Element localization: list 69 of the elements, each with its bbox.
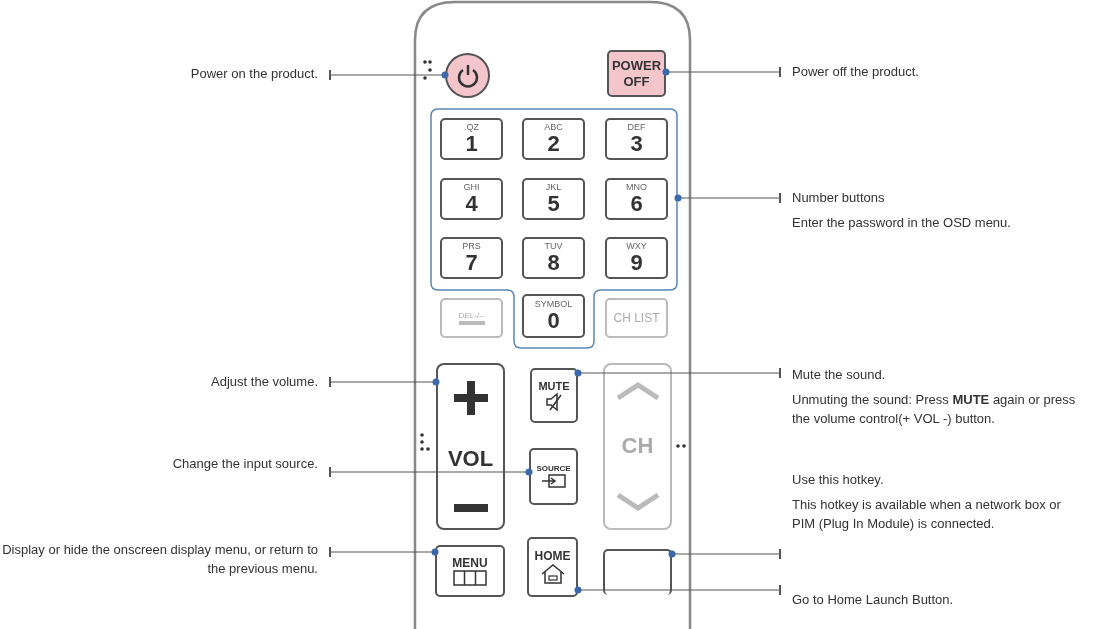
key-digit: 1 bbox=[465, 132, 478, 156]
key-label: MUTE bbox=[538, 379, 570, 392]
key-digit: 5 bbox=[547, 192, 560, 216]
number-key bbox=[440, 178, 503, 220]
callout-heading: Mute the sound. bbox=[792, 366, 887, 384]
callout-text: Change the input source. bbox=[171, 455, 318, 473]
key-digit: 0 bbox=[547, 309, 560, 333]
key-letters: PRS bbox=[462, 241, 481, 251]
key-digit: 8 bbox=[547, 251, 560, 275]
number-key bbox=[440, 237, 503, 279]
key-label: DEL-/-- bbox=[458, 310, 485, 320]
callout-text: Display or hide the onscreen display menu, or return to the previous menu. bbox=[1, 541, 318, 578]
number-key bbox=[522, 178, 585, 220]
number-key bbox=[440, 118, 503, 160]
power-button bbox=[445, 53, 490, 98]
mute-button bbox=[530, 368, 578, 423]
number-key bbox=[605, 118, 668, 160]
callout-text: Power off the product. bbox=[792, 63, 920, 81]
key-label: CH bbox=[621, 433, 654, 460]
key-letters: ABC bbox=[544, 122, 563, 132]
channel-rocker bbox=[603, 363, 672, 530]
menu-button bbox=[435, 545, 505, 597]
callout-text: This hotkey is available when a network box or PIM (Plug In Module) is connected. bbox=[792, 496, 1062, 533]
number-key bbox=[522, 294, 585, 338]
key-letters: TUV bbox=[544, 241, 563, 251]
key-digit: 9 bbox=[630, 251, 643, 275]
leader-line bbox=[329, 467, 533, 477]
key-letters: SYMBOL bbox=[534, 299, 573, 309]
leader-line bbox=[329, 70, 449, 80]
channel-list-key: CH LIST bbox=[605, 298, 668, 338]
callout-text: Enter the password in the OSD menu. bbox=[792, 214, 1012, 232]
key-digit: 4 bbox=[465, 192, 478, 216]
source-button bbox=[529, 448, 578, 505]
key-label: MENU bbox=[452, 556, 488, 570]
number-key bbox=[605, 237, 668, 279]
key-digit: 3 bbox=[630, 132, 643, 156]
leader-line bbox=[662, 67, 781, 77]
home-button bbox=[527, 537, 578, 597]
callout-heading: Use this hotkey. bbox=[792, 471, 885, 489]
callout-text: Adjust the volume. bbox=[210, 373, 318, 391]
number-key bbox=[522, 118, 585, 160]
delete-key bbox=[440, 298, 503, 338]
key-label: VOL bbox=[447, 446, 494, 473]
callout-text: Go to Home Launch Button. bbox=[792, 591, 955, 609]
key-label: SOURCE bbox=[536, 464, 571, 473]
leader-line bbox=[674, 193, 781, 203]
leader-line bbox=[329, 377, 440, 387]
power-off-button: POWER OFF bbox=[607, 50, 666, 97]
leader-line bbox=[574, 585, 781, 595]
key-letters: DEF bbox=[627, 122, 646, 132]
key-letters: GHI bbox=[463, 182, 480, 192]
leader-line bbox=[574, 368, 781, 378]
hotkey-button bbox=[603, 549, 672, 595]
leader-line bbox=[668, 549, 781, 559]
leader-line bbox=[329, 547, 439, 557]
key-digit: 2 bbox=[547, 132, 560, 156]
key-letters: JKL bbox=[545, 182, 562, 192]
key-letters: .QZ bbox=[464, 122, 479, 132]
key-letters: MNO bbox=[626, 182, 647, 192]
key-label: HOME bbox=[534, 549, 571, 563]
number-key bbox=[605, 178, 668, 220]
key-digit: 7 bbox=[465, 251, 478, 275]
volume-rocker bbox=[436, 363, 505, 530]
key-letters: WXY bbox=[626, 241, 647, 251]
key-digit: 6 bbox=[630, 192, 643, 216]
callout-text: Power on the product. bbox=[189, 65, 318, 83]
number-key bbox=[522, 237, 585, 279]
callout-heading: Number buttons bbox=[792, 189, 886, 207]
callout-text: Unmuting the sound: Press MUTE again or press the volume control(+ VOL -) button. bbox=[792, 391, 1077, 428]
